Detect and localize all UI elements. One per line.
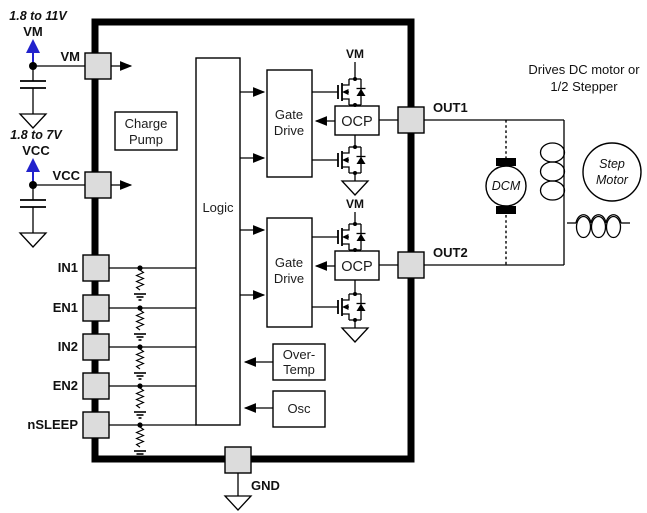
in1-label: IN1: [58, 260, 78, 275]
vcc-name-label: VCC: [22, 143, 50, 158]
bridge2-vm-label: VM: [346, 197, 364, 211]
nsleep-row: [109, 422, 196, 458]
ocp-2-block: [334, 250, 380, 281]
step-motor-label-1: Step: [599, 157, 625, 171]
gate-drive-2-label-1: Gate: [275, 255, 303, 270]
ocp-1-label: OCP: [341, 114, 372, 130]
block-arrows: [240, 87, 335, 413]
bridge1-ground-icon: [341, 180, 369, 196]
half-bridge-1: VM: [312, 47, 398, 196]
out2-label: OUT2: [433, 245, 468, 260]
vcc-ground-icon: [19, 232, 47, 248]
gate-drive-1-label-1: Gate: [275, 107, 303, 122]
low-side-mosfet-1-icon: [337, 144, 367, 176]
in1-row: [109, 265, 196, 301]
vm-up-arrow-icon: [26, 39, 40, 53]
overtemp-label-1: Over-: [283, 347, 316, 362]
vcc-wire-label: VCC: [53, 168, 81, 183]
overtemp-label-2: Temp: [283, 362, 315, 377]
pin-en1: [82, 294, 110, 322]
dcm-label: DCM: [492, 179, 521, 193]
pins: [82, 52, 425, 474]
osc-label: Osc: [287, 401, 311, 416]
vcc-range-label: 1.8 to 7V: [10, 128, 63, 142]
bridge1-vm-label: VM: [346, 47, 364, 61]
in1-pulldown-ground-icon: [133, 293, 147, 301]
pin-nsleep: [82, 411, 110, 439]
in2-pulldown-ground-icon: [133, 372, 147, 380]
gnd-label: GND: [251, 478, 280, 493]
gnd-ground-icon: [224, 495, 252, 511]
ic-outline: [91, 18, 415, 463]
out1-label: OUT1: [433, 100, 468, 115]
step-motor-icon: Step Motor: [582, 142, 642, 202]
nsleep-label: nSLEEP: [27, 417, 78, 432]
load-annotation-1: Drives DC motor or: [528, 62, 640, 77]
logic-label: Logic: [202, 200, 234, 215]
charge-pump-block: [114, 111, 178, 151]
vcc-up-arrow-icon: [26, 158, 40, 172]
vm-supply: 1.8 to 11V VM VM: [9, 9, 85, 129]
ocp-2-label: OCP: [341, 259, 372, 275]
pin-vm: [84, 52, 112, 80]
stepper-winding-icon: [567, 214, 630, 239]
dc-motor-icon: DCM: [485, 158, 527, 214]
low-side-mosfet-2-icon: [337, 291, 367, 323]
gate-drive-2-block: [266, 217, 313, 328]
gnd-connection: GND: [224, 473, 280, 511]
bridge2-ground-icon: [341, 327, 369, 343]
vcc-bulk-capacitor-icon: [20, 185, 46, 233]
en2-pulldown-ground-icon: [133, 411, 147, 419]
vcc-supply: 1.8 to 7V VCC VCC: [10, 128, 85, 248]
en1-label: EN1: [53, 300, 78, 315]
gate-drive-1-label-2: Drive: [274, 123, 304, 138]
logic-block: [195, 57, 241, 426]
gate-drive-1-block: [266, 69, 313, 178]
pin-en2: [82, 372, 110, 400]
ocp-1-block: [334, 105, 380, 136]
motor-load: Drives DC motor or 1/2 Stepper DCM Step …: [424, 62, 642, 266]
overtemp-block: [272, 343, 326, 381]
vm-range-label: 1.8 to 11V: [9, 9, 68, 23]
step-motor-label-2: Motor: [596, 173, 629, 187]
en2-label: EN2: [53, 378, 78, 393]
logic-input-rows: [109, 265, 196, 458]
high-side-mosfet-2-icon: [337, 221, 367, 253]
pin-vcc: [84, 171, 112, 199]
charge-pump-label-1: Charge: [125, 116, 168, 131]
pin-in1: [82, 254, 110, 282]
en1-pulldown-ground-icon: [133, 333, 147, 341]
high-side-mosfet-1-icon: [337, 76, 367, 108]
pin-in2: [82, 333, 110, 361]
half-bridge-2: VM: [312, 197, 398, 343]
vm-ground-icon: [19, 113, 47, 129]
gate-drive-2-label-2: Drive: [274, 271, 304, 286]
vm-wire-label: VM: [61, 49, 81, 64]
charge-pump-label-2: Pump: [129, 132, 163, 147]
pin-gnd: [224, 446, 252, 474]
vm-bulk-capacitor-icon: [20, 66, 46, 114]
load-annotation-2: 1/2 Stepper: [550, 79, 618, 94]
en1-row: [109, 305, 196, 341]
pin-out2: [397, 251, 425, 279]
pin-out1: [397, 106, 425, 134]
en2-row: [109, 383, 196, 419]
in2-label: IN2: [58, 339, 78, 354]
osc-block: [272, 390, 326, 428]
vm-name-label: VM: [23, 24, 43, 39]
in2-row: [109, 344, 196, 380]
winding-coil-icon: [539, 142, 566, 201]
